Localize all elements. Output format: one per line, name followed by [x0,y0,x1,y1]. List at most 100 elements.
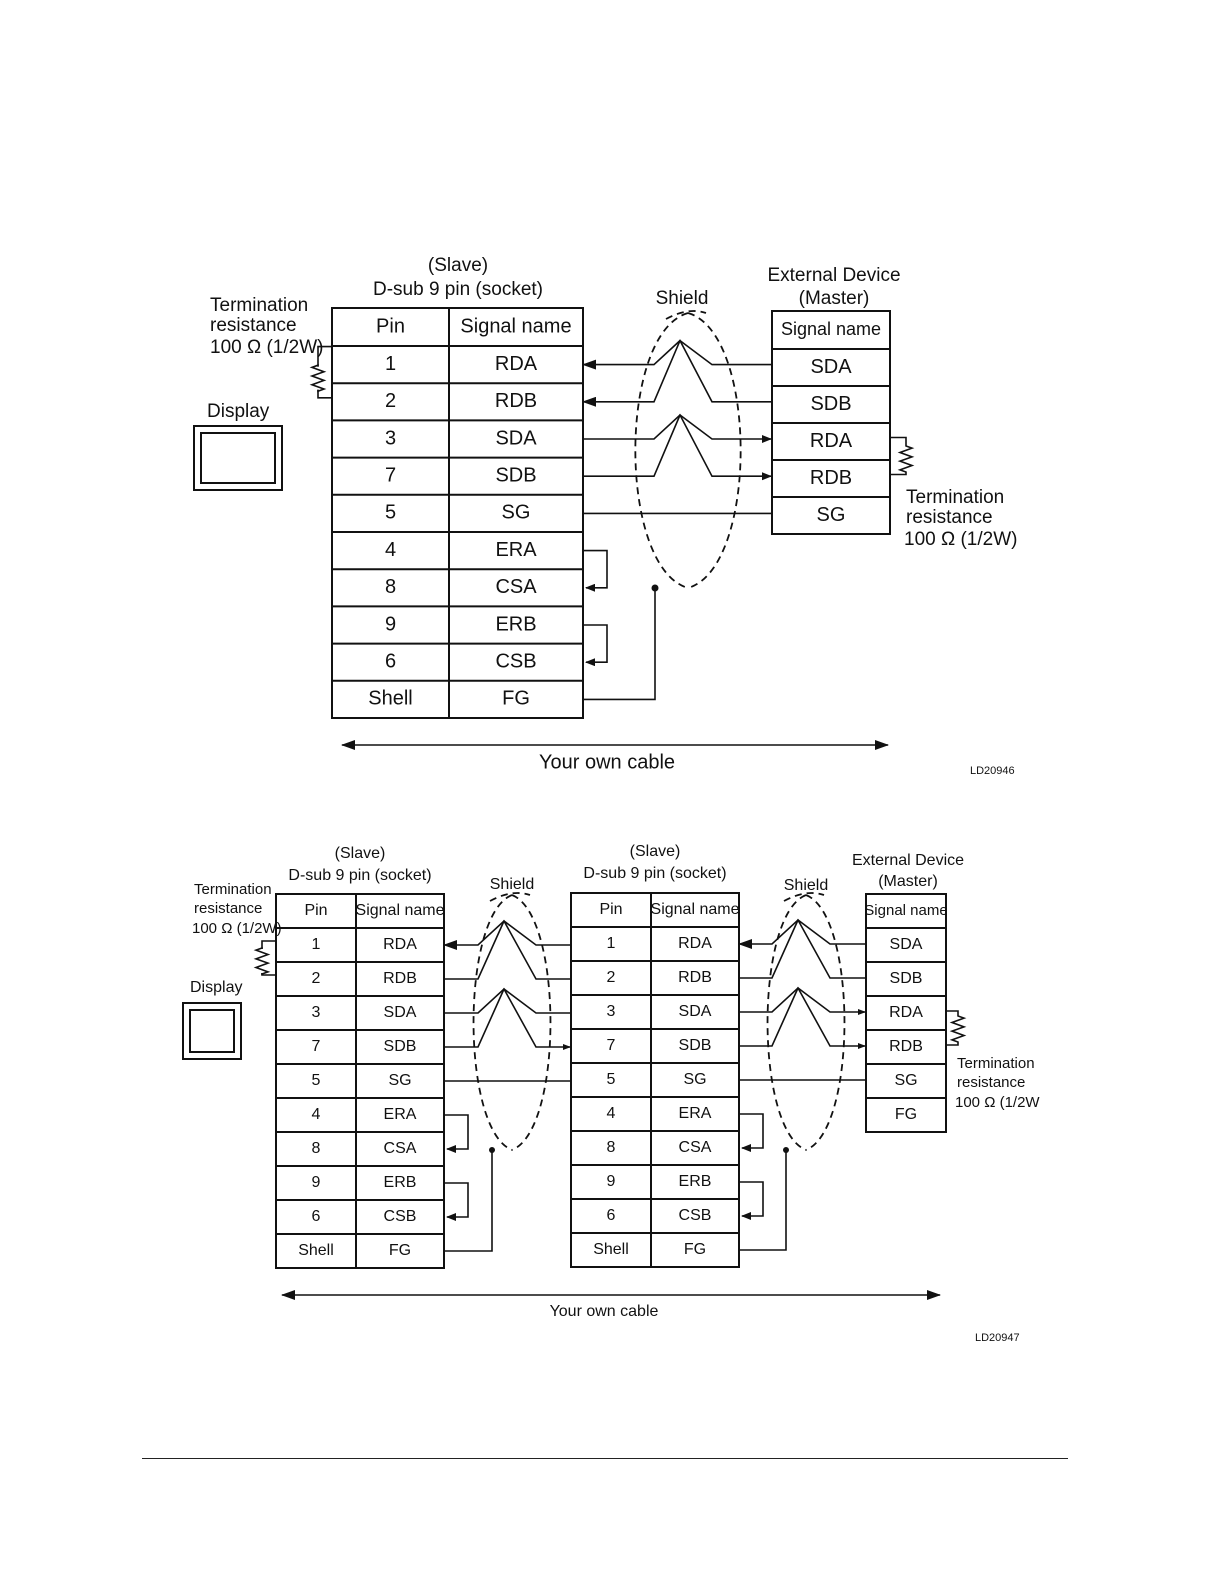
d1-drain-dot [651,584,659,592]
d1-term-left-resistor [309,364,327,393]
d2-table1-signal-cell: ERA [384,1106,417,1123]
d1-table-frame [331,307,584,719]
d2-term-left-resistor [253,946,271,976]
d2-seg2-wire-2 [739,918,866,979]
d2-drain2-dot [783,1147,789,1153]
d1-arrow-rdb [762,472,772,481]
d2-loop1-erb-csb [444,1182,469,1221]
d2-ext-table-signal-cell: SDB [890,970,923,987]
d1-table-pin-cell: 9 [385,613,396,635]
d2-display-icon [182,1002,242,1060]
d2-table1-pin-cell: Shell [298,1242,334,1259]
d2-table2-pin-cell: 9 [607,1173,616,1190]
d1-wire-fg-drain [583,588,656,701]
d2-table2-signal-cell: SDB [679,1037,712,1054]
d1-arrow-rda [762,435,772,443]
d1-term-right-resistor [897,445,915,473]
d2-shield2-left [766,894,807,1151]
d2-table2-signal-cell: RDA [678,935,712,952]
d2-ext-role: (Master) [878,873,938,890]
d2-table2-signal-cell: ERB [679,1173,712,1190]
d1-term-left-1: Termination [210,295,308,316]
d2-seg2-arrow-rda [858,1009,866,1015]
d2-term-left-lead-bot [261,973,276,976]
d2-seg2-wire-3 [739,986,866,1047]
d1-ext-table-signal-cell: RDA [810,430,853,452]
d2-table1-signal-cell: SG [388,1072,411,1089]
d2-seg1-wire-3 [444,987,571,1048]
d1-table-pin-cell: 6 [385,650,396,672]
d1-cable-label: Your own cable [539,751,675,773]
d1-shield-label: Shield [656,288,709,309]
d1-wire-sda-rdb [583,413,772,477]
d2-table1-signal-cell: RDA [383,936,417,953]
d1-shield-left [634,312,689,589]
d2-slave1-title: (Slave) [335,845,386,862]
d2-seg2-fg-drain [739,1150,787,1251]
d2-table2-signal-cell: FG [684,1241,706,1258]
d2-table1-signal-cell: CSB [384,1208,417,1225]
d2-table1-frame [275,893,445,1269]
d2-table1-pin-cell: 3 [312,1004,321,1021]
d1-term-right-1: Termination [906,487,1004,508]
d1-table-pin-cell: 8 [385,576,396,598]
d2-drain1-dot [489,1147,495,1153]
d2-seg1-arrow [563,1044,571,1050]
d2-seg1-wire-2 [444,919,571,980]
d2-shield1-label: Shield [490,876,534,893]
d2-display-icon-screen [189,1009,235,1053]
d1-table-signal-cell: FG [502,688,530,710]
d2-table1-pin-cell: 9 [312,1174,321,1191]
d2-term-right-lead-bot [946,1043,959,1046]
d2-ext-table-signal-cell: SG [894,1072,917,1089]
d2-shield1-right [511,894,552,1151]
d1-table-signal-cell: SDA [495,427,537,449]
d2-seg1-fg-drain [444,1150,493,1252]
d2-term-left-1: Termination [194,881,272,898]
d2-shield1-left [472,894,513,1151]
d2-term-right-lead-top [946,1010,959,1015]
d2-table1-signal-cell: FG [389,1242,411,1259]
d2-term-left-3: 100 Ω (1/2W) [192,920,282,937]
d2-table2-signal-cell: SG [683,1071,706,1088]
d1-slave-title: (Slave) [428,255,488,276]
d2-seg1-wire-1 [443,919,571,980]
footer-rule [142,1458,1068,1459]
d1-table-signal-cell: RDA [495,353,538,375]
d2-table2-pin-cell: Shell [593,1241,629,1258]
d1-ext-table-signal-cell: RDB [810,467,852,489]
d2-table2-pin-cell: 5 [607,1071,616,1088]
d2-table1-pin-cell: 4 [312,1106,321,1123]
d1-table-header-pin: Pin [376,315,405,337]
d2-figure-id: LD20947 [975,1332,1020,1344]
d2-ext-table-frame [865,893,947,1133]
d2-table1-signal-cell: RDB [383,970,417,987]
d1-wire-rdb-sda [582,339,772,407]
d2-term-right-2: resistance [957,1074,1025,1091]
d2-seg2-wire-4 [739,986,866,1047]
d2-ext-table-signal-cell: SDA [890,936,923,953]
d1-table-signal-cell: ERB [495,613,536,635]
d2-term-right-1: Termination [957,1055,1035,1072]
d1-wire-rda-sdb [582,339,772,403]
d2-table2-signal-cell: CSA [679,1139,712,1156]
d2-table2-signal-cell: RDB [678,969,712,986]
d1-table-pin-cell: Shell [368,688,412,710]
d2-display-label: Display [190,979,242,996]
d1-ext-table-header: Signal name [781,319,881,339]
d2-table1-header-pin: Pin [304,902,327,919]
d2-cable-label: Your own cable [550,1303,659,1320]
d1-shield-cap [665,310,707,320]
d1-display-icon-screen [200,432,276,484]
d1-shield-right [687,312,742,589]
d1-term-left-lead-top [317,345,332,367]
d1-loop-era-csa [583,549,608,592]
d2-ext-table-signal-cell: FG [895,1106,917,1123]
d2-table2-header-pin: Pin [599,901,622,918]
d2-loop1-era-csa [444,1114,469,1153]
d2-table2-signal-cell: ERA [679,1105,712,1122]
d2-table1-signal-cell: SDA [384,1004,417,1021]
d2-table1-signal-cell: SDB [384,1038,417,1055]
d1-table-header-signal: Signal name [460,315,571,337]
d2-table2-frame [570,892,740,1268]
